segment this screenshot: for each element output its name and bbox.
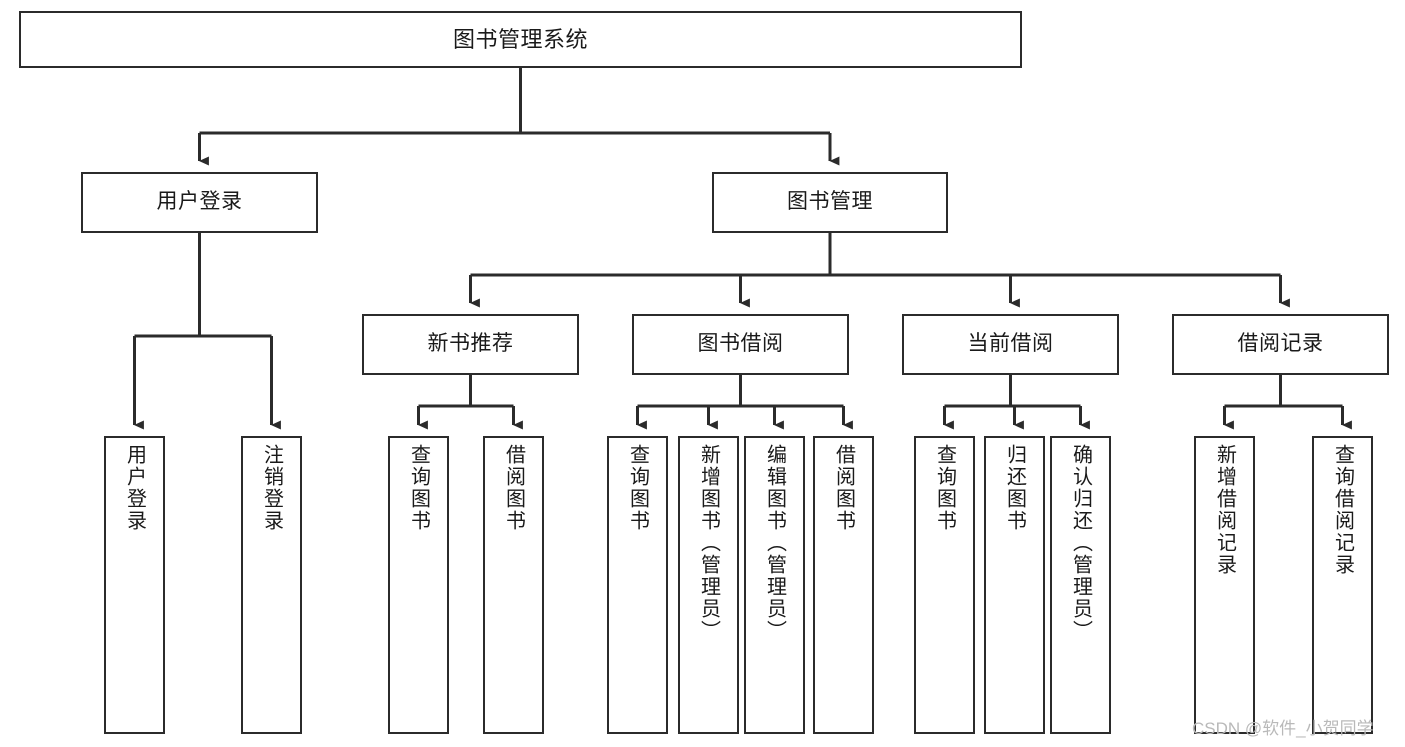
leaf-borrow-edit-book-admin-label: 编辑图书（管理员）	[763, 444, 786, 642]
leaf-newbook-borrow-book[interactable]: 借阅图书	[483, 436, 544, 734]
node-book-management[interactable]: 图书管理	[712, 172, 948, 233]
node-book-borrow-label: 图书借阅	[697, 332, 784, 356]
leaf-current-confirm-return-admin-label: 确认归还（管理员）	[1069, 444, 1092, 642]
leaf-borrow-query-book-label: 查询图书	[626, 444, 649, 532]
node-new-book-recommend[interactable]: 新书推荐	[362, 314, 579, 375]
leaf-records-query-record[interactable]: 查询借阅记录	[1312, 436, 1373, 734]
leaf-user-login[interactable]: 用户登录	[104, 436, 165, 734]
node-borrow-records[interactable]: 借阅记录	[1172, 314, 1389, 375]
node-root-label: 图书管理系统	[452, 26, 588, 52]
leaf-user-logout-label: 注销登录	[260, 444, 283, 532]
node-current-borrow[interactable]: 当前借阅	[902, 314, 1119, 375]
leaf-newbook-query-book[interactable]: 查询图书	[388, 436, 449, 734]
leaf-current-query-book[interactable]: 查询图书	[914, 436, 975, 734]
leaf-borrow-query-book[interactable]: 查询图书	[607, 436, 668, 734]
leaf-records-add-record-label: 新增借阅记录	[1213, 444, 1236, 576]
leaf-user-login-label: 用户登录	[123, 444, 146, 532]
node-user-login-label: 用户登录	[156, 190, 243, 214]
node-book-borrow[interactable]: 图书借阅	[632, 314, 849, 375]
leaf-newbook-borrow-book-label: 借阅图书	[502, 444, 525, 532]
node-borrow-records-label: 借阅记录	[1237, 332, 1324, 356]
node-new-book-recommend-label: 新书推荐	[427, 332, 514, 356]
leaf-borrow-edit-book-admin[interactable]: 编辑图书（管理员）	[744, 436, 805, 734]
node-current-borrow-label: 当前借阅	[967, 332, 1054, 356]
watermark-text: CSDN @软件_小贺同学	[1192, 719, 1374, 738]
leaf-records-add-record[interactable]: 新增借阅记录	[1194, 436, 1255, 734]
node-user-login[interactable]: 用户登录	[81, 172, 318, 233]
leaf-newbook-query-book-label: 查询图书	[407, 444, 430, 532]
leaf-user-logout[interactable]: 注销登录	[241, 436, 302, 734]
leaf-current-query-book-label: 查询图书	[933, 444, 956, 532]
leaf-current-return-book-label: 归还图书	[1003, 444, 1026, 532]
leaf-borrow-lend-book-label: 借阅图书	[832, 444, 855, 532]
node-book-management-label: 图书管理	[787, 190, 873, 214]
leaf-current-confirm-return-admin[interactable]: 确认归还（管理员）	[1050, 436, 1111, 734]
leaf-records-query-record-label: 查询借阅记录	[1331, 444, 1354, 576]
leaf-borrow-add-book-admin-label: 新增图书（管理员）	[697, 444, 720, 642]
leaf-borrow-add-book-admin[interactable]: 新增图书（管理员）	[678, 436, 739, 734]
leaf-borrow-lend-book[interactable]: 借阅图书	[813, 436, 874, 734]
leaf-current-return-book[interactable]: 归还图书	[984, 436, 1045, 734]
node-root[interactable]: 图书管理系统	[19, 11, 1022, 68]
